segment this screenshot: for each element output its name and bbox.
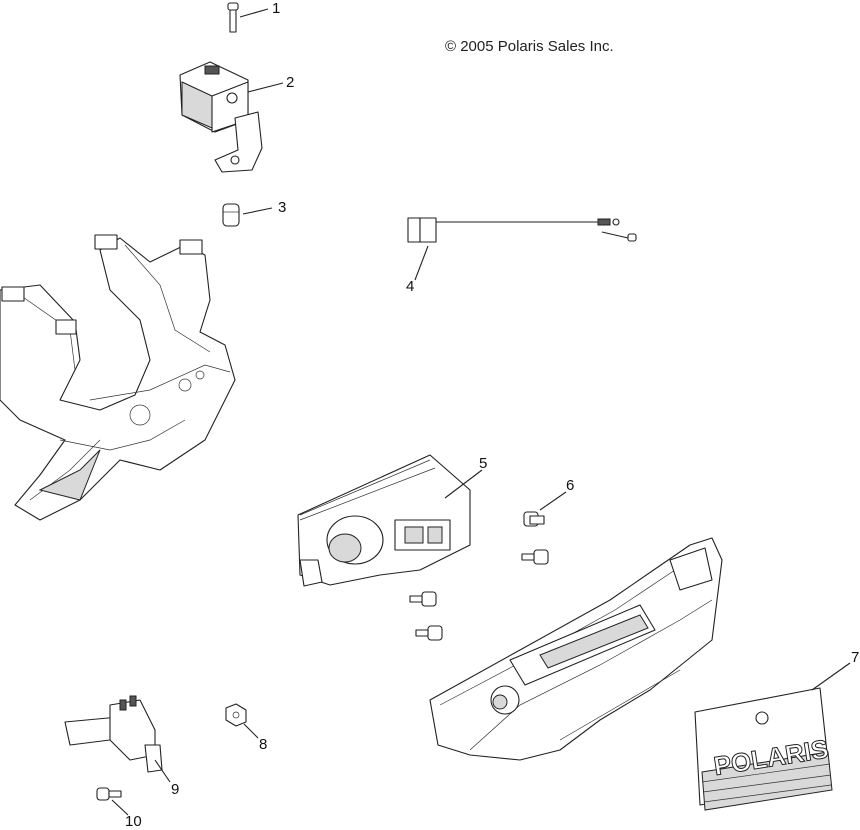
front-bumper xyxy=(429,537,723,761)
front-frame xyxy=(0,234,236,521)
part-5-headlight-pod xyxy=(297,454,483,587)
part-4-wire-harness xyxy=(407,217,637,281)
callout-2: 2 xyxy=(286,74,295,91)
callout-8: 8 xyxy=(259,736,268,753)
callout-6: 6 xyxy=(566,477,575,494)
callout-9: 9 xyxy=(171,781,180,798)
callout-3: 3 xyxy=(278,199,287,216)
part-8-nut xyxy=(225,703,259,739)
callout-4: 4 xyxy=(406,278,415,295)
part-1-bolt xyxy=(227,2,269,33)
callout-5: 5 xyxy=(479,455,488,472)
part-3-nut xyxy=(222,203,273,227)
part-7-polaris-plate: POLARIS xyxy=(694,662,851,811)
callout-1: 1 xyxy=(272,0,281,17)
copyright-text: © 2005 Polaris Sales Inc. xyxy=(445,38,614,55)
part-2-bracket xyxy=(179,61,284,173)
part-6-screws xyxy=(409,491,567,641)
part-10-screw xyxy=(96,787,129,816)
callout-7: 7 xyxy=(851,649,860,666)
part-9-switch xyxy=(64,695,171,783)
callout-10: 10 xyxy=(125,813,142,830)
